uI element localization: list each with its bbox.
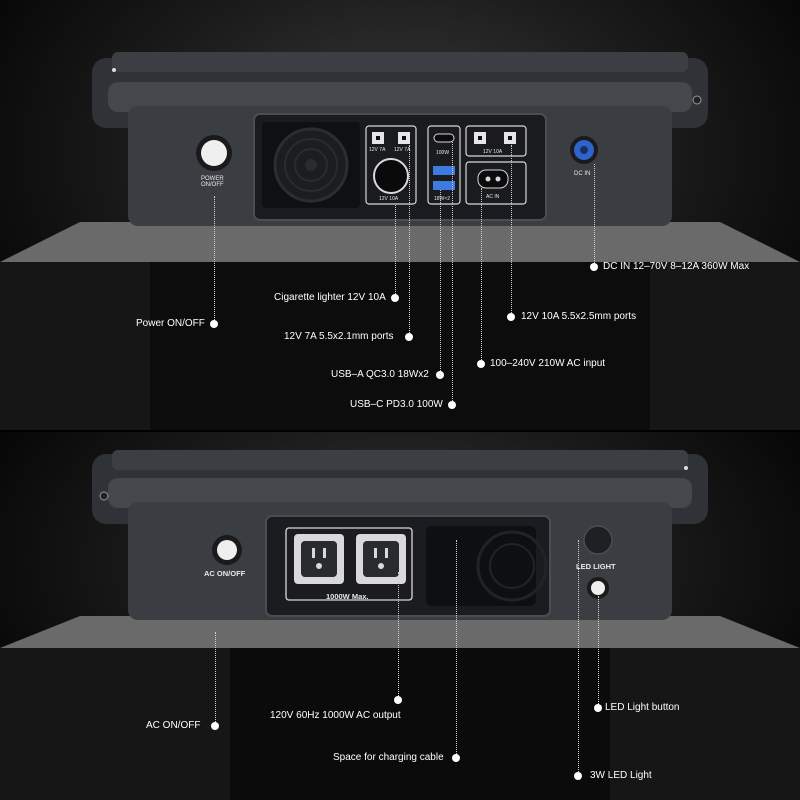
dc-12v10a-label: 12V 10A [483,149,503,155]
device-handle-rail [108,478,692,508]
dc-12v10a-callout: 12V 10A 5.5x2.5mm ports [521,311,637,322]
usba-callout-dot [436,371,444,379]
dc-12v7a-callout: 12V 7A 5.5x2.1mm ports [284,331,394,342]
usb-c-callout: USB–C PD3.0 100W [350,399,443,410]
pedestal-top-surface [0,616,800,648]
ac-max-label: 1000W Max. [326,592,369,601]
ac-outlet-frame [285,527,413,601]
dcin-leader-line [594,164,595,267]
led-light-label: LED LIGHT [576,562,616,571]
cig-callout-dot [391,294,399,302]
power-onoff-callout: Power ON/OFF [136,318,205,329]
led-3w-callout-dot [574,772,582,780]
led-button-callout-dot [594,704,602,712]
power-callout-dot [210,320,218,328]
led-light-button[interactable] [591,581,605,595]
bottom-device-illustration [0,450,800,800]
ac-output-leader-line [398,572,399,700]
cable-space-callout-dot [452,754,460,762]
cig-leader-line [395,205,396,298]
cig-12v7a-label-2: 12V 7A [394,147,411,153]
ac-switch-label: AC ON/OFF [204,569,246,578]
led-button-callout: LED Light button [605,702,680,713]
cig-12v7a-label-1: 12V 7A [369,147,386,153]
device-handle-rail [108,82,692,112]
ac-output-callout: 120V 60Hz 1000W AC output [270,710,401,721]
dc7a-callout-dot [405,333,413,341]
ac-onoff-callout: AC ON/OFF [146,720,201,731]
usba-leader-line [440,190,441,375]
usb-a-label: 18W×2 [434,196,450,202]
ac-input-callout: 100–240V 210W AC input [490,358,606,369]
cig-port-group [365,125,417,205]
led-3w-leader-line [578,540,579,776]
dc7a-leader-line [409,145,410,337]
acin-callout-dot [477,360,485,368]
usb-a-port-2[interactable] [433,181,455,190]
dc-in-callout: DC IN 12–70V 8–12A 360W Max [603,261,750,272]
usbc-callout-dot [448,401,456,409]
charging-space-callout: Space for charging cable [333,752,444,763]
bottom-device-panel: AC ON/OFF 1000W Max. LED LIGHT AC ON/OFF… [0,432,800,800]
ac-output-callout-dot [394,696,402,704]
device-lid-top [112,450,688,470]
ac-switch-button[interactable] [217,540,237,560]
dc-12v10a-group [465,125,527,157]
power-button[interactable] [201,140,227,166]
dc10a-callout-dot [507,313,515,321]
usb-c-label: 100W [436,150,450,156]
dc-in-label: DC IN [574,171,591,177]
acin-leader-line [481,188,482,364]
pedestal-shadow [150,262,650,432]
dcin-callout-dot [590,263,598,271]
led-3w-callout: 3W LED Light [590,770,652,781]
led-button-leader-line [598,596,599,708]
power-port-label: POWER ON/OFF [201,176,224,188]
charging-cable-space [426,526,536,606]
usb-port-group [427,125,461,205]
ac-switch-leader-line [215,632,216,726]
usb-a-port-1[interactable] [433,166,455,175]
cigarette-lighter-callout: Cigarette lighter 12V 10A [274,292,386,303]
pedestal-top-surface [0,222,800,262]
usb-c-port[interactable] [433,133,455,143]
pedestal-shadow [230,648,610,800]
top-device-panel: POWER ON/OFF 12V 7A 12V 7A 12V 10A 100W … [0,0,800,432]
led-light-lens [583,525,613,555]
ac-in-port[interactable] [477,169,509,189]
power-leader-line [214,196,215,324]
usbc-leader-line [452,142,453,405]
usb-a-callout: USB–A QC3.0 18Wx2 [331,369,429,380]
ac-in-group [465,161,527,205]
cig-12v10a-label: 12V 10A [379,196,399,202]
cigarette-lighter-socket[interactable] [373,158,409,194]
dc10a-leader-line [511,145,512,317]
ac-in-label: AC IN [486,194,500,200]
device-lid-top [112,52,688,72]
top-device-illustration [0,52,800,432]
ac-switch-callout-dot [211,722,219,730]
cable-space-leader-line [456,540,457,758]
